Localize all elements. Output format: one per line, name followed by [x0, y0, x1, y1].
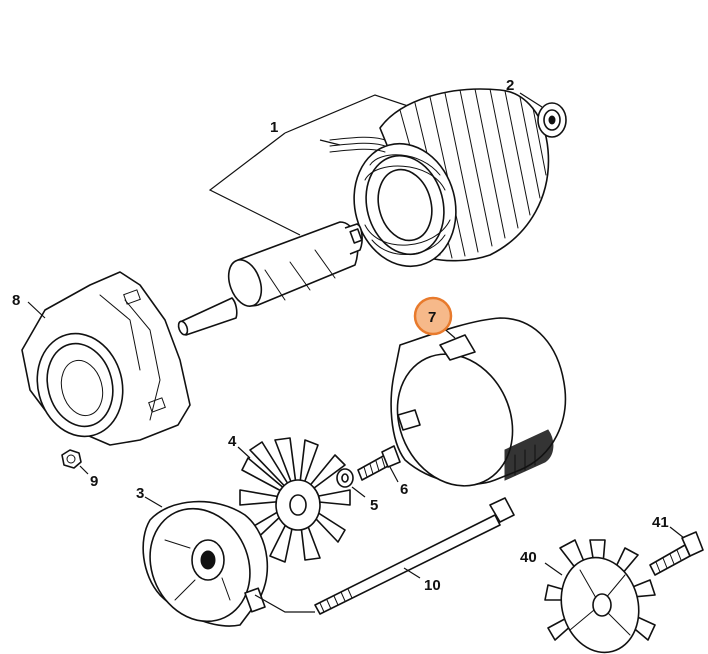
callout-41: 41 [652, 514, 669, 531]
callout-1: 1 [270, 119, 278, 136]
front-housing [21, 271, 191, 446]
washer [336, 468, 366, 498]
fan-shroud [390, 317, 567, 487]
callout-40: 40 [520, 549, 537, 566]
alternate-fan [544, 539, 656, 654]
rotor-stator-group-bracket [208, 94, 421, 236]
through-bolt [254, 497, 515, 615]
rear-end-bell [142, 496, 269, 627]
alternate-screw [649, 526, 704, 576]
screw [357, 445, 401, 483]
stator [329, 88, 550, 268]
callout-8: 8 [12, 292, 20, 309]
callout-2: 2 [506, 77, 514, 94]
callout-4: 4 [228, 433, 237, 450]
callout-3: 3 [136, 485, 144, 502]
callout-5: 5 [370, 497, 378, 514]
rotor [177, 221, 363, 336]
fan [237, 437, 351, 563]
nut [61, 449, 89, 475]
bearing [519, 92, 567, 138]
callout-7-highlight [413, 296, 453, 336]
callout-9: 9 [90, 473, 98, 490]
callout-6: 6 [400, 481, 408, 498]
callout-10: 10 [424, 577, 441, 594]
callout-7: 7 [428, 309, 436, 326]
